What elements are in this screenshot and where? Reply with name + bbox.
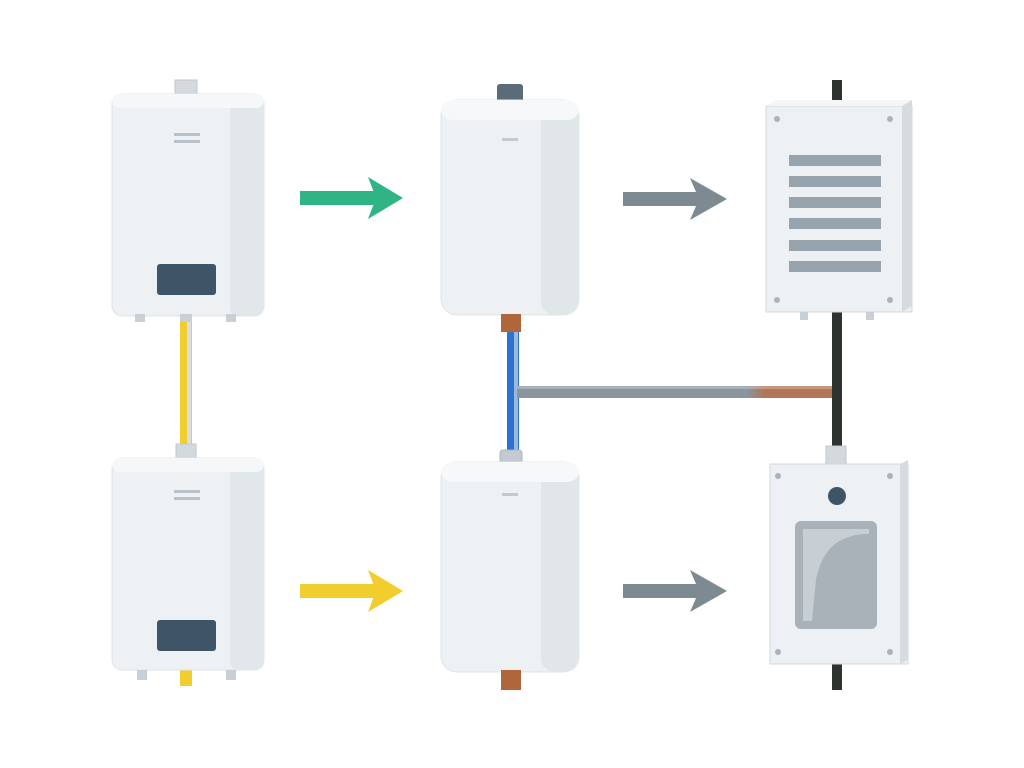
display-panel [157,264,216,295]
boiler-icon [111,79,265,322]
dark-cable-bottom-stub [832,662,842,690]
indicator-knob [828,487,846,505]
tank-icon [440,449,580,690]
horizontal-pipe [517,386,835,398]
boiler-icon [111,443,265,680]
arrow-gray-icon [623,178,727,220]
window-panel-icon [769,445,909,665]
dark-cable-top [832,310,842,450]
arrow-gray-icon [623,570,727,612]
tank-icon [440,84,580,332]
display-panel [157,620,216,651]
yellow-pipe [180,312,192,452]
blue-pipe [507,330,519,450]
arrow-green-icon [300,177,403,219]
bottom-yellow-stub [180,668,192,686]
vent-grille [789,155,881,272]
arrow-yellow-icon [300,570,403,612]
vent-panel-icon [765,100,913,320]
dark-cable-top-stub [832,80,842,110]
